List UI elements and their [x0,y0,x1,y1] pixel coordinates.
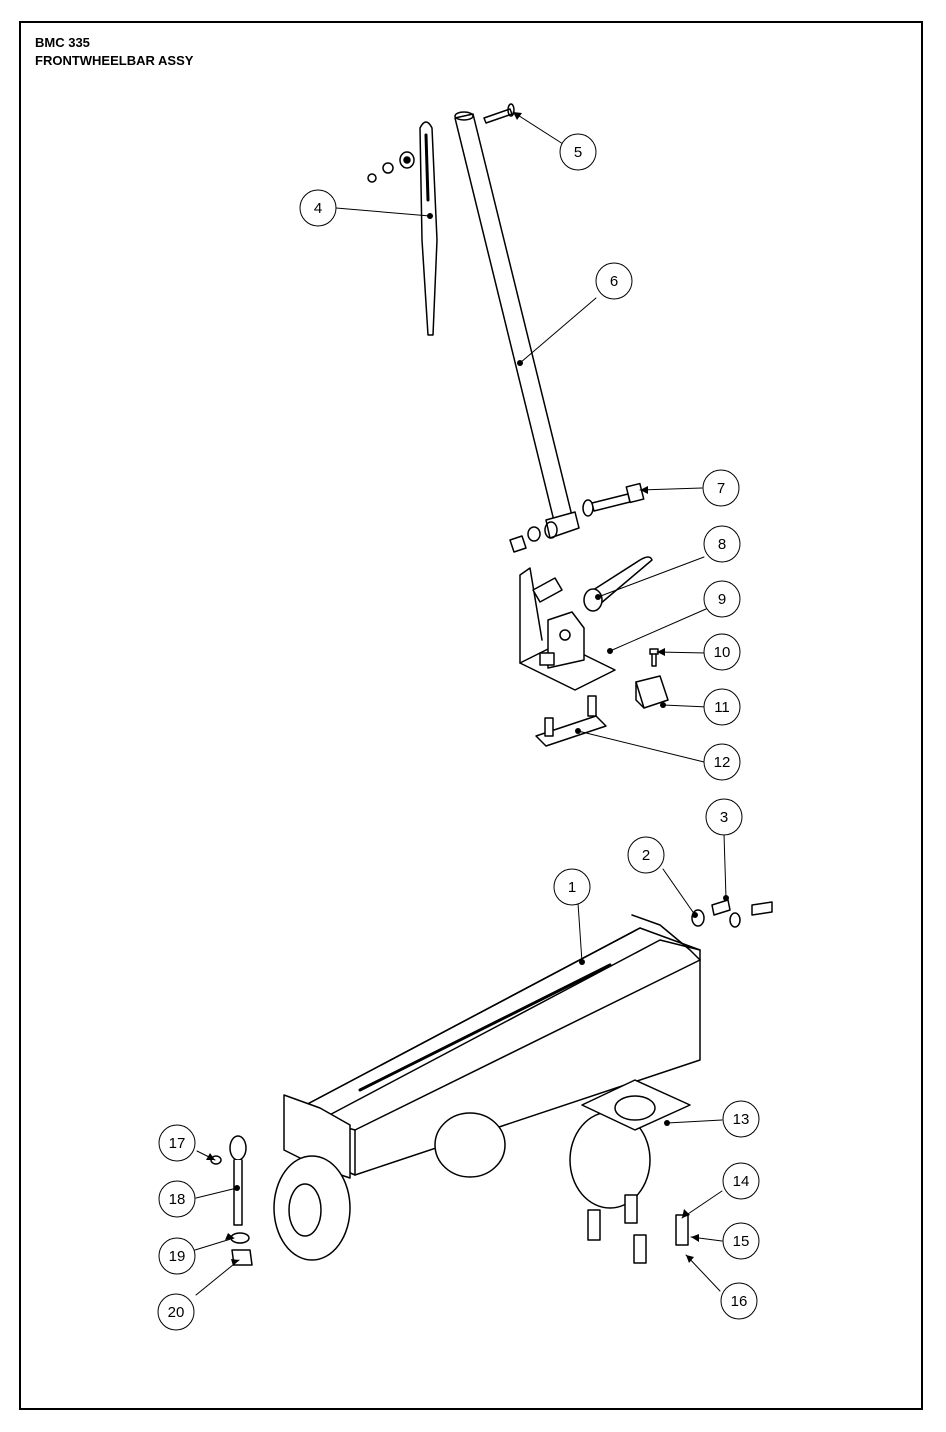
callout-2: 2 [642,847,650,864]
part-clamp-lever [583,556,653,612]
callout-15: 15 [733,1233,750,1250]
drawing-frame [19,21,923,1410]
model-number: BMC 335 [35,35,90,50]
part-wheel-middle [434,1112,506,1178]
title-block: BMC 335 FRONTWHEELBAR ASSY [35,34,193,70]
part-castor-13 [569,1079,691,1209]
part-wheel-left [273,1155,351,1261]
callout-11: 11 [714,699,730,716]
callout-4: 4 [314,200,322,217]
callout-20: 20 [168,1304,185,1321]
callout-13: 13 [733,1111,750,1128]
callout-numbers: 1 2 3 4 5 6 7 8 9 10 11 12 13 14 15 16 1… [168,144,750,1321]
callout-16: 16 [731,1293,748,1310]
part-bolt-7 [582,482,645,517]
callout-17: 17 [169,1135,186,1152]
callout-8: 8 [718,536,726,553]
leader-dots [234,213,729,1191]
callout-6: 6 [610,273,618,290]
part-bolt-3 [711,899,773,928]
callout-7: 7 [717,480,725,497]
callout-18: 18 [169,1191,186,1208]
callout-10: 10 [714,644,731,661]
callout-19: 19 [169,1248,186,1265]
callout-5: 5 [574,144,582,161]
part-handle-tube [454,111,580,553]
part-pin-5 [483,103,515,124]
part-bolts-14 [587,1194,689,1264]
assembly-title: FRONTWHEELBAR ASSY [35,53,194,68]
part-clip-block [635,675,669,709]
callout-12: 12 [714,754,731,771]
part-link-plate [535,695,607,747]
part-bracket-plate [519,567,616,691]
part-washer-2 [691,909,705,927]
part-slotted-rod [367,121,438,336]
leader-lines [194,111,727,1296]
callout-circles [157,133,760,1331]
callout-3: 3 [720,809,728,826]
leader-arrows [206,112,699,1266]
part-eye-bolt [210,1135,253,1266]
callout-9: 9 [718,591,726,608]
callout-1: 1 [568,879,576,896]
callout-14: 14 [733,1173,750,1190]
